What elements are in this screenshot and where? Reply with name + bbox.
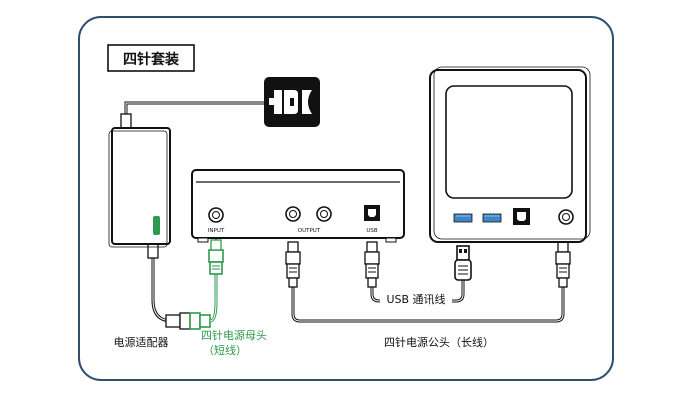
short-cable-label-line1: 四针电源母头 (201, 328, 267, 342)
adapter-status-led (153, 216, 160, 235)
adapter-top-cable (124, 101, 268, 120)
adapter-top-strain-relief (120, 113, 132, 129)
long-cable-plug-output (285, 241, 301, 288)
inline-joint-connector (165, 312, 211, 330)
long-cable-plug-right-unit (555, 241, 571, 288)
short-cable-plug (208, 239, 224, 275)
usb-a-port-2 (482, 213, 502, 223)
title-box (107, 44, 195, 72)
long-cable-label: 四针电源公头（长线） (384, 335, 494, 349)
dc-plug-icon (264, 77, 320, 127)
usb-cable-label: USB 通讯线 (386, 292, 445, 306)
short-cable-label-line2: （短线） (203, 343, 247, 357)
input-label: INPUT (208, 228, 225, 234)
diagram-title: 四针套装 (123, 51, 180, 68)
controller-box (191, 169, 405, 243)
display-unit (429, 66, 591, 243)
output-label: OUTPUT (298, 228, 321, 234)
diagram-frame (78, 16, 614, 381)
usb-a-plug (454, 245, 472, 281)
usb-label-bg (380, 290, 452, 308)
power-adapter (108, 127, 171, 248)
usb-b-plug (364, 241, 380, 288)
usb-a-port-1 (453, 213, 473, 223)
adapter-bottom-strain-relief (147, 243, 159, 259)
usb-label: USB (366, 228, 378, 234)
display-screen (445, 85, 573, 199)
adapter-label: 电源适配器 (114, 335, 169, 349)
